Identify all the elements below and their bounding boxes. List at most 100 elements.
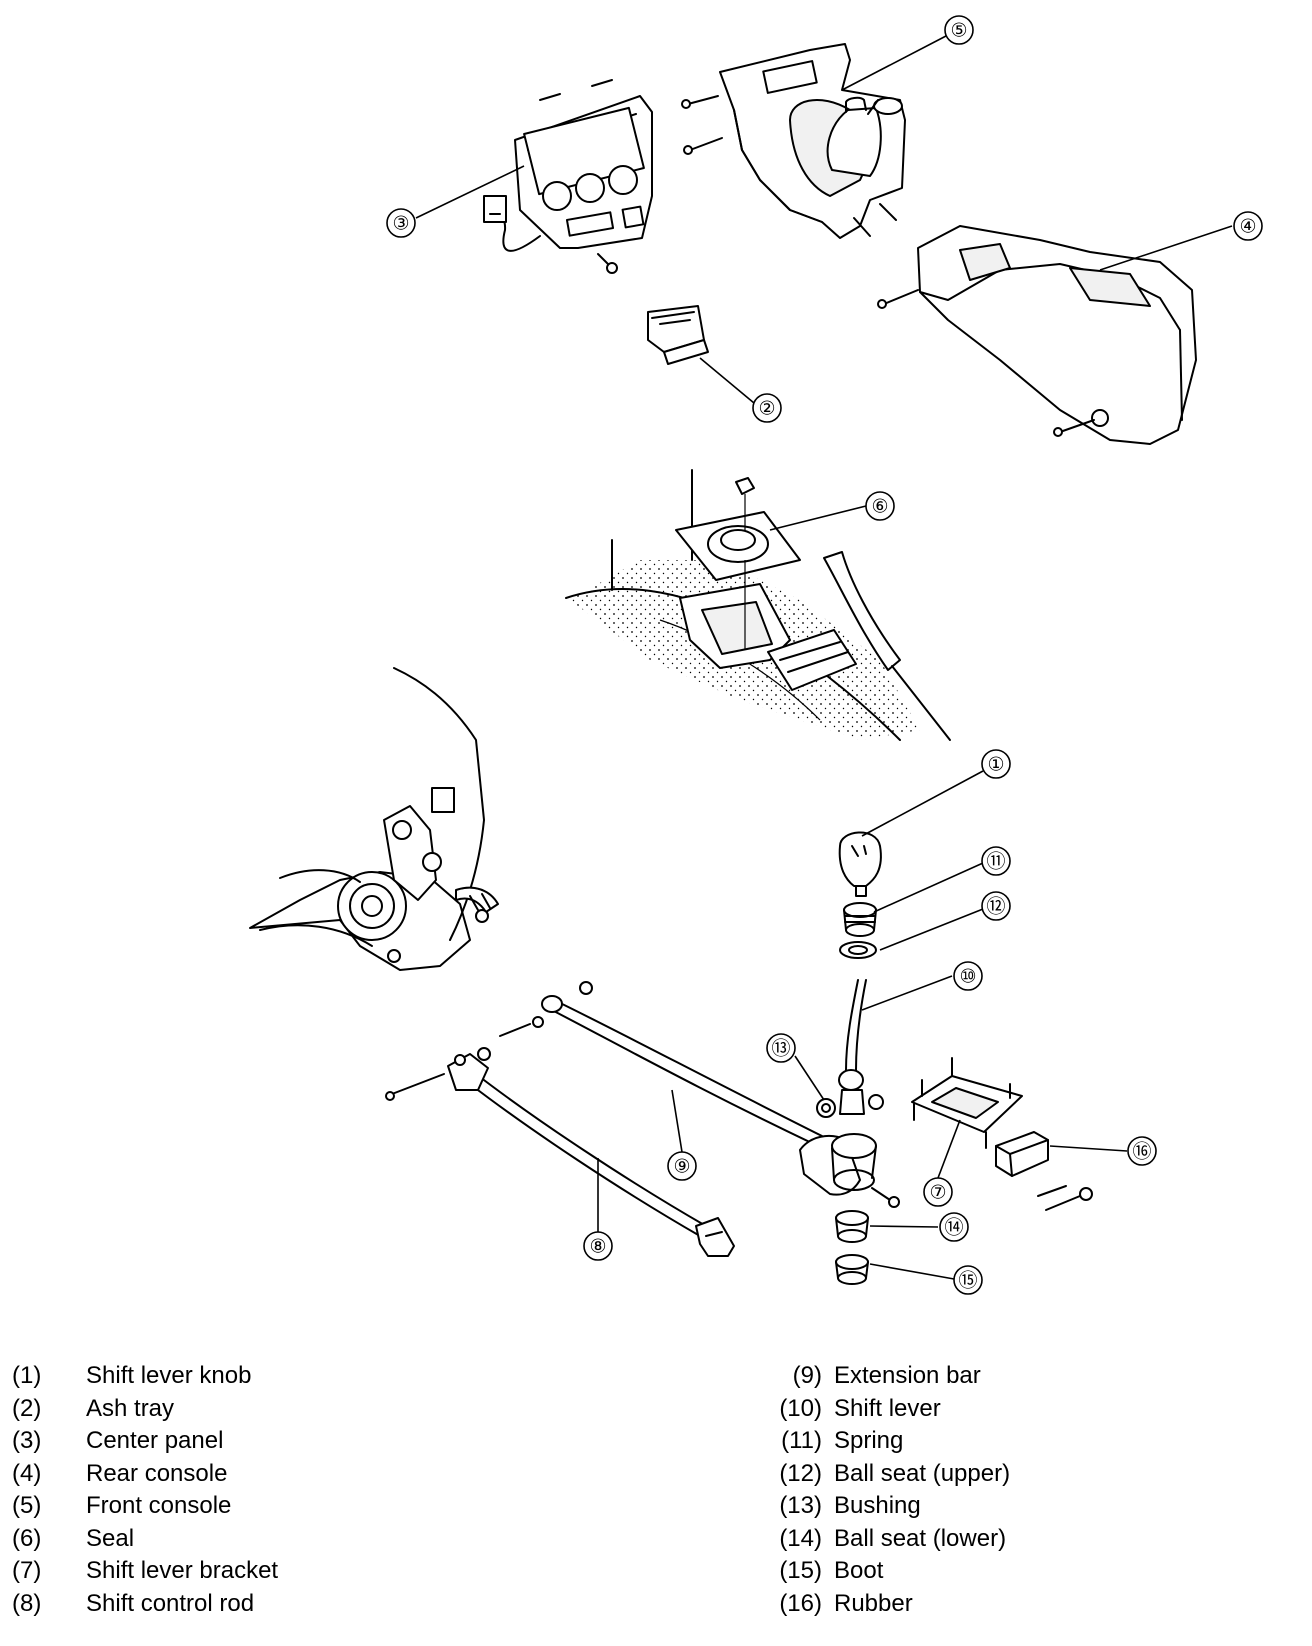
svg-text:⑯: ⑯ <box>1132 1141 1151 1163</box>
svg-text:①: ① <box>987 755 1004 776</box>
legend-number: (13) <box>779 1492 822 1519</box>
svg-text:⑧: ⑧ <box>589 1237 606 1258</box>
legend-number: (9) <box>792 1362 822 1389</box>
floor-tunnel-with-seal <box>565 469 951 741</box>
svg-text:④: ④ <box>1239 217 1256 238</box>
legend-item: (14) Ball seat (lower) <box>760 1523 1010 1556</box>
legend-part-name: Boot <box>834 1557 884 1584</box>
ball-seat-upper-part <box>839 941 877 959</box>
callout-13: ⑬ <box>766 1033 796 1063</box>
legend-item: (5) Front console <box>12 1490 278 1523</box>
callout-8: ⑧ <box>583 1231 613 1261</box>
legend-item: (1) Shift lever knob <box>12 1360 278 1393</box>
legend-item: (4) Rear console <box>12 1458 278 1491</box>
legend-number: (11) <box>781 1427 822 1454</box>
legend-item: (2) Ash tray <box>12 1393 278 1426</box>
legend-number: (6) <box>12 1524 42 1552</box>
legend-part-name: Shift control rod <box>86 1589 255 1617</box>
center-panel-part <box>483 79 653 274</box>
callout-12: ⑫ <box>981 891 1011 921</box>
callout-9: ⑨ <box>667 1151 697 1181</box>
callout-14: ⑭ <box>939 1212 969 1242</box>
svg-text:⑫: ⑫ <box>986 896 1005 918</box>
rubber-part <box>995 1131 1093 1211</box>
callout-3: ③ <box>386 208 416 238</box>
svg-text:⑨: ⑨ <box>673 1157 690 1178</box>
callout-1: ① <box>981 749 1011 779</box>
legend-item: (8) Shift control rod <box>12 1588 278 1621</box>
shift-lever-bracket-part <box>911 1057 1023 1149</box>
svg-text:③: ③ <box>392 214 409 235</box>
svg-text:⑮: ⑮ <box>958 1270 977 1292</box>
legend-item: (3) Center panel <box>12 1425 278 1458</box>
callout-16: ⑯ <box>1127 1136 1157 1166</box>
legend-part-name: Rubber <box>834 1589 913 1617</box>
legend-number: (3) <box>12 1427 42 1454</box>
legend-item: (12) Ball seat (upper) <box>760 1458 1010 1491</box>
legend-number: (1) <box>12 1362 42 1389</box>
legend-part-name: Ball seat (upper) <box>834 1459 1011 1487</box>
legend-part-name: Spring <box>834 1427 904 1454</box>
legend-part-name: Rear console <box>86 1459 228 1487</box>
svg-text:②: ② <box>758 399 775 420</box>
legend-part-name: Ash tray <box>86 1394 175 1422</box>
legend-part-name: Seal <box>86 1524 135 1552</box>
legend-right-column: (9) Extension bar (10) Shift lever (11) Spr… <box>760 1360 1010 1620</box>
callout-5: ⑤ <box>944 15 974 45</box>
svg-text:⑭: ⑭ <box>944 1217 963 1239</box>
svg-text:⑪: ⑪ <box>986 851 1005 873</box>
shift-lever-part <box>838 979 884 1115</box>
boot-part <box>835 1254 869 1285</box>
ball-seat-lower-part <box>835 1210 869 1243</box>
callout-7: ⑦ <box>923 1177 953 1207</box>
legend-part-name: Shift lever knob <box>86 1362 252 1389</box>
parts-legend: (1) Shift lever knob (2) Ash tray (3) Cente… <box>0 1360 1312 1630</box>
legend-item: (13) Bushing <box>760 1490 1010 1523</box>
legend-item: (10) Shift lever <box>760 1393 1010 1426</box>
legend-item: (7) Shift lever bracket <box>12 1555 278 1588</box>
callout-15: ⑮ <box>953 1265 983 1295</box>
svg-text:⑬: ⑬ <box>771 1038 790 1060</box>
legend-number: (2) <box>12 1394 42 1422</box>
legend-number: (5) <box>12 1492 42 1519</box>
legend-item: (11) Spring <box>760 1425 1010 1458</box>
front-console-part <box>681 43 906 239</box>
svg-text:⑥: ⑥ <box>871 497 888 518</box>
legend-part-name: Bushing <box>834 1492 921 1519</box>
legend-item: (9) Extension bar <box>760 1360 1010 1393</box>
callout-10: ⑩ <box>953 961 983 991</box>
legend-part-name: Extension bar <box>834 1362 981 1389</box>
legend-part-name: Shift lever bracket <box>86 1557 279 1584</box>
ash-tray-part <box>647 305 709 365</box>
rear-console-part <box>877 225 1197 445</box>
legend-number: (4) <box>12 1459 42 1487</box>
legend-item: (15) Boot <box>760 1555 1010 1588</box>
legend-part-name: Front console <box>86 1492 232 1519</box>
legend-number: (8) <box>12 1589 42 1617</box>
legend-number: (10) <box>779 1394 822 1422</box>
shift-control-rod-part <box>385 1047 735 1257</box>
svg-text:⑩: ⑩ <box>959 967 976 988</box>
legend-left-column: (1) Shift lever knob (2) Ash tray (3) Cente… <box>12 1360 278 1620</box>
callout-2: ② <box>752 393 782 423</box>
callout-6: ⑥ <box>865 491 895 521</box>
transmission-housing <box>249 667 499 971</box>
legend-part-name: Ball seat (lower) <box>834 1524 1007 1552</box>
shift-lever-knob-part <box>838 831 882 897</box>
legend-number: (7) <box>12 1557 42 1584</box>
exploded-view-diagram: ① ② ③ ④ ⑤ ⑥ ⑦ ⑧ ⑨ ⑩ ⑪ ⑫ ⑬ ⑭ ⑮ ⑯ <box>249 15 1263 1295</box>
legend-number: (15) <box>779 1557 822 1584</box>
legend-item: (16) Rubber <box>760 1588 1010 1621</box>
svg-text:⑦: ⑦ <box>929 1183 946 1204</box>
legend-part-name: Shift lever <box>834 1394 941 1422</box>
legend-number: (12) <box>779 1459 822 1487</box>
legend-number: (16) <box>779 1589 822 1617</box>
callout-11: ⑪ <box>981 846 1011 876</box>
legend-item: (6) Seal <box>12 1523 278 1556</box>
bushing-part <box>816 1098 836 1118</box>
legend-number: (14) <box>779 1524 822 1552</box>
callout-4: ④ <box>1233 211 1263 241</box>
extension-bar-part <box>499 981 900 1208</box>
legend-part-name: Center panel <box>86 1427 224 1454</box>
leader-lines <box>415 35 1233 1280</box>
